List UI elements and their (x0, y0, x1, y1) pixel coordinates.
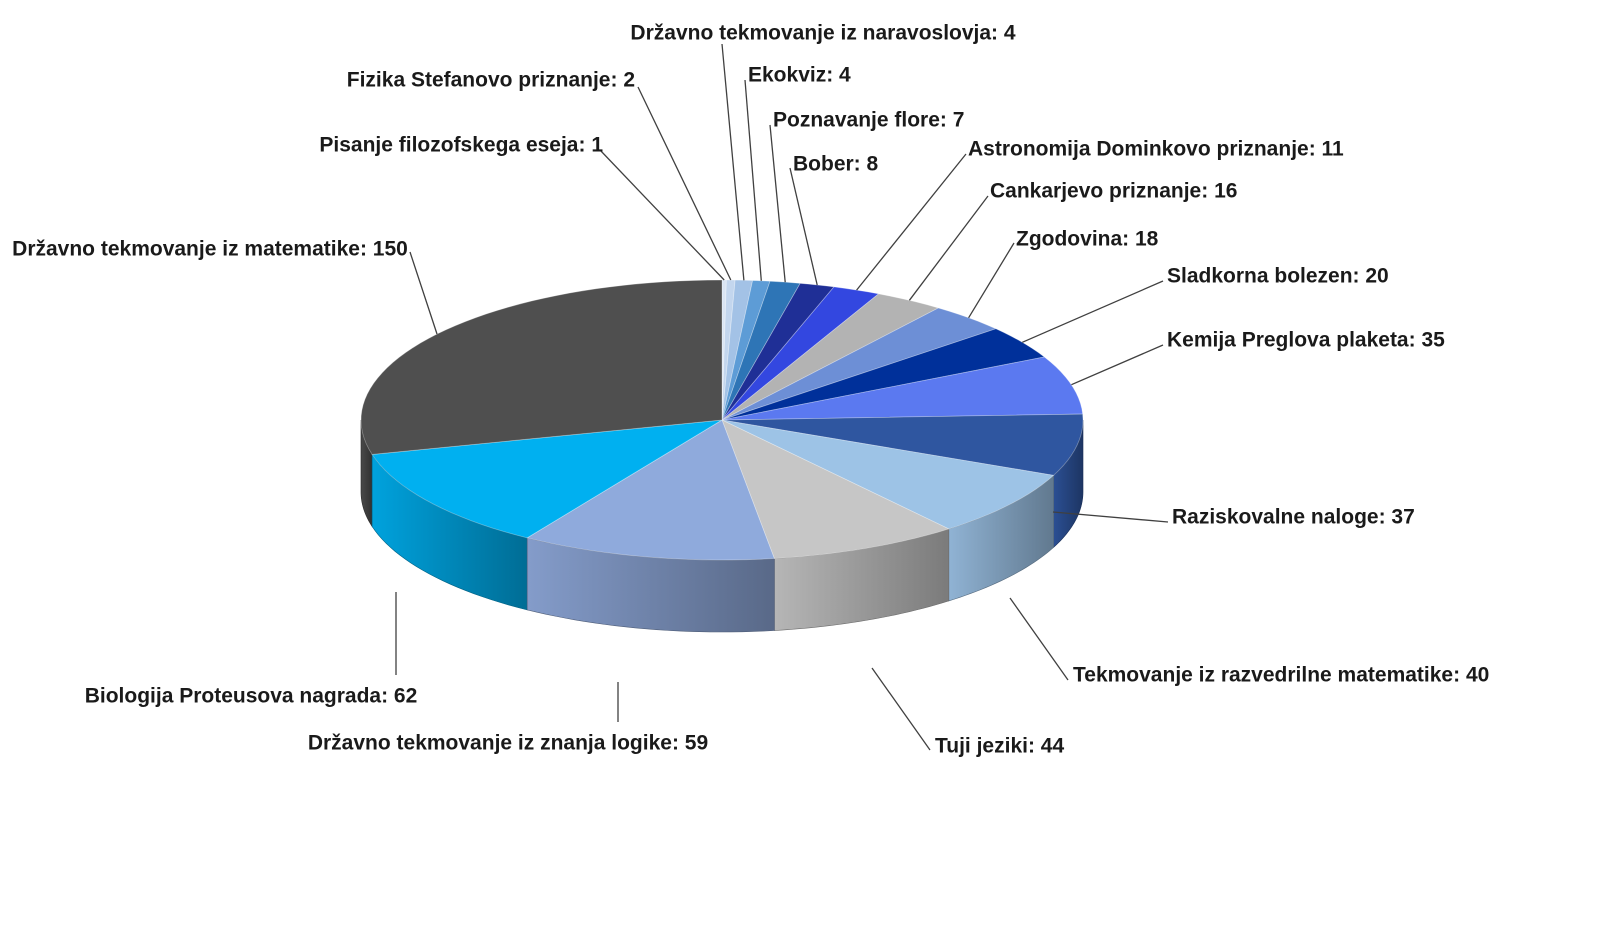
data-label-pisanje-filozofskega-eseja: Pisanje filozofskega eseja: 1 (319, 134, 603, 157)
data-label-ekokviz: Ekokviz: 4 (748, 64, 851, 87)
pie-slice-biologija-proteusova-nagrada (371, 419, 723, 539)
leader-line-raziskovalne-naloge (1052, 511, 1169, 523)
data-label-tekmovanje-iz-razvedrilne-matematike: Tekmovanje iz razvedrilne matematike: 40 (1073, 664, 1489, 687)
data-label-bober: Bober: 8 (793, 153, 879, 176)
pie-slice-raziskovalne-naloge (721, 413, 1084, 476)
leader-line-tekmovanje-iz-razvedrilne-matematike (1009, 597, 1069, 681)
data-label-drzavno-tekmovanje-iz-naravoslovja: Državno tekmovanje iz naravoslovja: 4 (630, 22, 1015, 45)
leader-line-bober (789, 167, 818, 286)
data-label-sladkorna-bolezen: Sladkorna bolezen: 20 (1167, 265, 1389, 288)
pie-side-drzavno-tekmovanje-iz-znanja-logike (526, 537, 775, 633)
leader-line-drzavno-tekmovanje-iz-matematike (409, 251, 438, 335)
pie-top-faces (360, 279, 1084, 561)
data-label-tuji-jeziki: Tuji jeziki: 44 (935, 735, 1064, 758)
leader-line-zgodovina (968, 242, 1015, 319)
data-label-fizika-stefanovo-priznanje: Fizika Stefanovo priznanje: 2 (347, 69, 635, 92)
leader-line-sladkorna-bolezen (1022, 280, 1164, 343)
pie-slice-kemija-preglova-plaketa (721, 356, 1084, 421)
leader-line-tuji-jeziki (871, 667, 931, 751)
data-labels: Pisanje filozofskega eseja: 1 Fizika Stef… (12, 22, 1489, 758)
pie-slice-drzavno-tekmovanje-iz-znanja-logike (526, 419, 775, 561)
pie-side-biologija-proteusova-nagrada (371, 453, 528, 611)
leader-line-pisanje-filozofskega-eseja (599, 149, 725, 281)
data-label-raziskovalne-naloge: Raziskovalne naloge: 37 (1172, 506, 1415, 529)
pie-slice-cankarjevo-priznanje (721, 293, 940, 421)
data-label-cankarjevo-priznanje: Cankarjevo priznanje: 16 (990, 180, 1237, 203)
pie-slice-drzavno-tekmovanje-iz-matematike (360, 279, 723, 455)
data-label-poznavanje-flore: Poznavanje flore: 7 (773, 109, 964, 132)
leader-line-poznavanje-flore (769, 124, 786, 283)
data-label-drzavno-tekmovanje-iz-matematike: Državno tekmovanje iz matematike: 150 (12, 238, 408, 261)
pie-side-drzavno-tekmovanje-iz-matematike (360, 419, 373, 528)
pie-slice-tuji-jeziki (721, 419, 950, 559)
pie-slice-sladkorna-bolezen (721, 328, 1046, 421)
leader-line-astronomija-dominkovo-priznanje (856, 153, 967, 291)
pie-side-walls (360, 419, 1084, 633)
leader-lines (395, 43, 1169, 751)
leader-line-fizika-stefanovo-priznanje (637, 86, 732, 281)
data-label-kemija-preglova-plaketa: Kemija Preglova plaketa: 35 (1167, 329, 1445, 352)
leader-line-ekokviz (744, 79, 762, 281)
data-label-zgodovina: Zgodovina: 18 (1016, 228, 1159, 251)
leader-line-kemija-preglova-plaketa (1071, 344, 1164, 386)
data-label-drzavno-tekmovanje-iz-znanja-logike: Državno tekmovanje iz znanja logike: 59 (308, 732, 708, 755)
data-label-biologija-proteusova-nagrada: Biologija Proteusova nagrada: 62 (85, 685, 418, 708)
leader-line-drzavno-tekmovanje-iz-naravoslovja (721, 43, 745, 281)
data-label-astronomija-dominkovo-priznanje: Astronomija Dominkovo priznanje: 11 (968, 138, 1344, 161)
leader-line-cankarjevo-priznanje (908, 195, 989, 301)
pie-slice-tekmovanje-iz-razvedrilne-matematike (721, 419, 1055, 530)
